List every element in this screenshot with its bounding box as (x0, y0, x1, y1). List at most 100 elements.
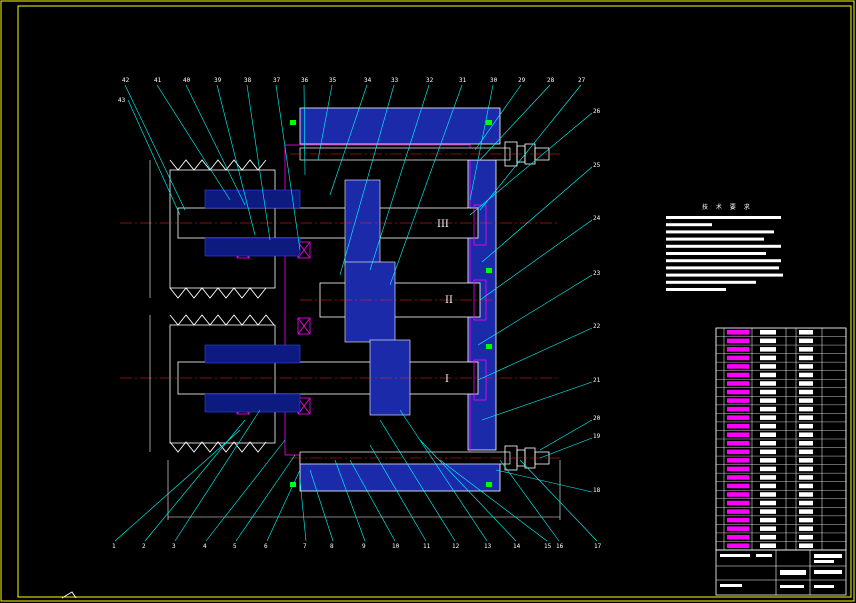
parts-row-name (727, 492, 749, 497)
title-block-grid (716, 550, 846, 595)
part-label-36: 36 (301, 77, 309, 84)
parts-row-code (760, 330, 776, 335)
part-label-37: 37 (273, 77, 281, 84)
part-label-9: 9 (362, 543, 366, 550)
part-label-39: 39 (214, 77, 222, 84)
parts-row-material (799, 389, 813, 395)
parts-row-material (799, 534, 813, 540)
requirement-line (666, 216, 781, 219)
parts-row-material (799, 475, 813, 480)
parts-row-material (799, 500, 813, 506)
parts-row-code (760, 543, 776, 548)
parts-row-material (799, 441, 813, 446)
hub-bottom-b (204, 393, 301, 413)
parts-row-material (799, 466, 813, 472)
part-label-4: 4 (203, 543, 207, 550)
parts-list-rows (715, 327, 847, 550)
part-label-27: 27 (578, 77, 586, 84)
parts-row-code (760, 475, 776, 480)
hub-bottom (204, 344, 301, 364)
parts-row-material (799, 398, 813, 403)
gearbox-assembly-drawing (120, 107, 561, 520)
part-label-31: 31 (459, 77, 467, 84)
parts-row-material (799, 449, 813, 455)
parts-row-code (760, 449, 776, 455)
parts-row-material (799, 364, 813, 369)
parts-row-material (799, 432, 813, 437)
part-label-34: 34 (364, 77, 372, 84)
parts-row-code (760, 458, 776, 463)
parts-row-material (799, 509, 813, 514)
parts-row-name (727, 483, 749, 489)
part-label-17: 17 (594, 543, 602, 550)
part-label-19: 19 (593, 433, 601, 440)
part-label-41: 41 (154, 77, 162, 84)
parts-row-code (760, 372, 776, 378)
parts-row-name (727, 526, 749, 531)
parts-row-material (799, 372, 813, 378)
requirement-line (666, 252, 766, 255)
pulley-bottom-grooves (169, 314, 275, 326)
part-label-10: 10 (392, 543, 400, 550)
parts-row-name (727, 338, 749, 344)
part-label-23: 23 (593, 270, 601, 277)
part-label-8: 8 (330, 543, 334, 550)
parts-row-name (727, 423, 749, 429)
parts-row-material (799, 483, 813, 489)
parts-row-material (799, 381, 813, 386)
gear-middle (344, 261, 396, 343)
parts-row-name (727, 372, 749, 378)
part-label-18: 18 (593, 487, 601, 494)
parts-row-name (727, 432, 749, 437)
part-label-40: 40 (183, 77, 191, 84)
requirement-line (666, 230, 774, 234)
part-label-28: 28 (547, 77, 555, 84)
parts-row-name (727, 500, 749, 506)
shaft-label-I: I (445, 374, 449, 385)
parts-row-code (760, 398, 776, 403)
parts-row-code (760, 415, 776, 420)
parts-row-material (799, 355, 813, 361)
hub-top (204, 189, 301, 209)
gear-lower (369, 339, 411, 416)
parts-row-material (799, 492, 813, 497)
part-label-16: 16 (556, 543, 564, 550)
part-label-12: 12 (452, 543, 460, 550)
requirement-line (666, 259, 781, 263)
part-label-42: 42 (122, 77, 130, 84)
part-label-22: 22 (593, 323, 601, 330)
part-label-35: 35 (329, 77, 337, 84)
parts-row-code (760, 432, 776, 437)
parts-row-code (760, 483, 776, 489)
parts-row-code (760, 492, 776, 497)
leader-lines (114, 84, 598, 542)
pulley-bottom-body (169, 324, 276, 444)
parts-row-code (760, 526, 776, 531)
dimension-lines (149, 160, 561, 520)
parts-row-material (799, 415, 813, 420)
parts-row-code (760, 347, 776, 352)
corner-arrow (61, 591, 77, 599)
part-label-29: 29 (518, 77, 526, 84)
parts-row-material (799, 543, 813, 548)
parts-row-name (727, 381, 749, 386)
requirement-line (666, 288, 726, 291)
parts-row-material (799, 423, 813, 429)
housing-top (299, 107, 501, 145)
pulley-top-body (169, 169, 276, 289)
parts-row-code (760, 517, 776, 523)
technical-requirements: 技 术 要 求 (666, 203, 783, 291)
part-label-14: 14 (513, 543, 521, 550)
part-label-2: 2 (142, 543, 146, 550)
parts-row-name (727, 389, 749, 395)
part-label-43: 43 (118, 97, 126, 104)
requirement-line (666, 237, 764, 241)
parts-row-name (727, 441, 749, 446)
part-label-30: 30 (490, 77, 498, 84)
part-label-11: 11 (423, 543, 431, 550)
parts-row-code (760, 355, 776, 361)
parts-row-name (727, 347, 749, 352)
parts-row-code (760, 500, 776, 506)
